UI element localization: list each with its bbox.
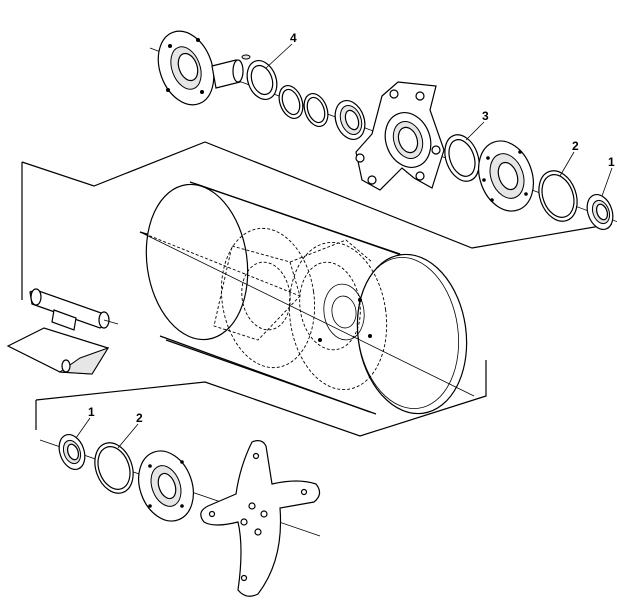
ring-part-3	[444, 134, 480, 182]
drive-pin-assembly	[29, 288, 119, 331]
ring-part-2-bottom	[94, 442, 134, 494]
top-right-flange	[478, 140, 534, 212]
top-left-flange	[157, 30, 215, 106]
top-leader-lines	[265, 43, 613, 197]
drum-cylinder	[139, 181, 475, 415]
assembly-frame-lines	[21, 141, 613, 437]
bottom-leader-lines	[75, 417, 139, 449]
spider-bracket	[355, 81, 445, 191]
ring-part-2-top	[538, 170, 578, 222]
seal-part-1-bottom	[58, 433, 86, 471]
callout-3: 3	[482, 109, 489, 123]
bottom-flange	[138, 450, 194, 522]
seal-part-1-top	[586, 193, 614, 231]
shaft-sleeve	[211, 54, 251, 89]
drum-lifter-paddle	[6, 327, 110, 375]
spacer-rings	[278, 84, 329, 128]
ring-part-4	[246, 60, 278, 100]
callout-1-top: 1	[608, 155, 615, 169]
callout-1-bottom: 1	[88, 405, 95, 419]
top-bearing-seal	[334, 100, 366, 140]
callout-2-top: 2	[572, 139, 579, 153]
callout-2-bottom: 2	[136, 411, 143, 425]
callout-4: 4	[290, 31, 297, 45]
cross-spider	[200, 440, 321, 597]
callout-labels: 4 3 2 1 1 2	[88, 31, 615, 425]
